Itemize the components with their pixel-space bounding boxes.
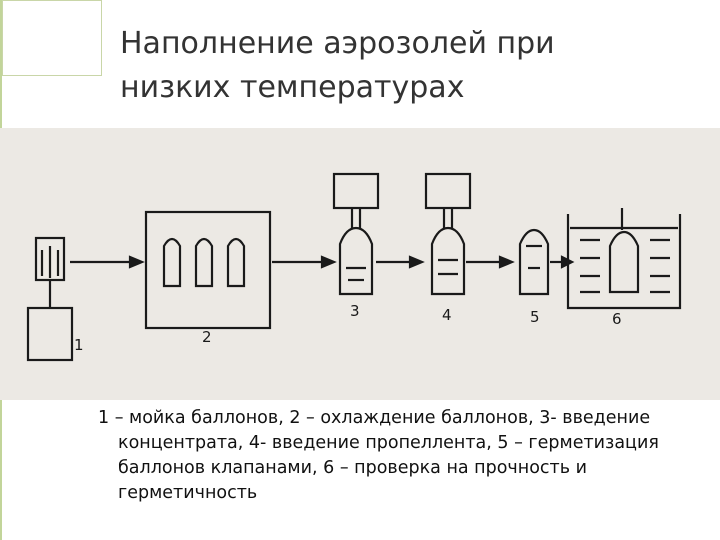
concentrate-filler-icon	[332, 172, 380, 296]
slide-title: Наполнение аэрозолей при низких температ…	[120, 26, 555, 105]
propellant-filler-icon	[424, 172, 472, 296]
stage-label-1: 1	[74, 336, 84, 354]
flow-arrow	[70, 255, 145, 269]
corner-decoration	[2, 0, 102, 76]
flow-arrow	[466, 255, 515, 269]
stage-label-3: 3	[350, 302, 360, 320]
stage-label-5: 5	[530, 308, 540, 326]
valve-sealer-icon	[518, 228, 550, 296]
stage-label-4: 4	[442, 306, 452, 324]
test-bath-icon	[566, 208, 682, 310]
flow-arrow	[376, 255, 425, 269]
flow-arrow	[272, 255, 337, 269]
figure-caption: 1 – мойка баллонов, 2 – охлаждение балло…	[98, 408, 659, 503]
washing-station-icon	[26, 236, 74, 362]
process-diagram-svg: 1 2 3 4 5 6	[26, 172, 682, 362]
stage-label-2: 2	[202, 328, 212, 346]
stage-label-6: 6	[612, 310, 622, 328]
cooling-chamber-icon	[144, 210, 272, 330]
process-diagram: 1 2 3 4 5 6	[0, 128, 720, 400]
